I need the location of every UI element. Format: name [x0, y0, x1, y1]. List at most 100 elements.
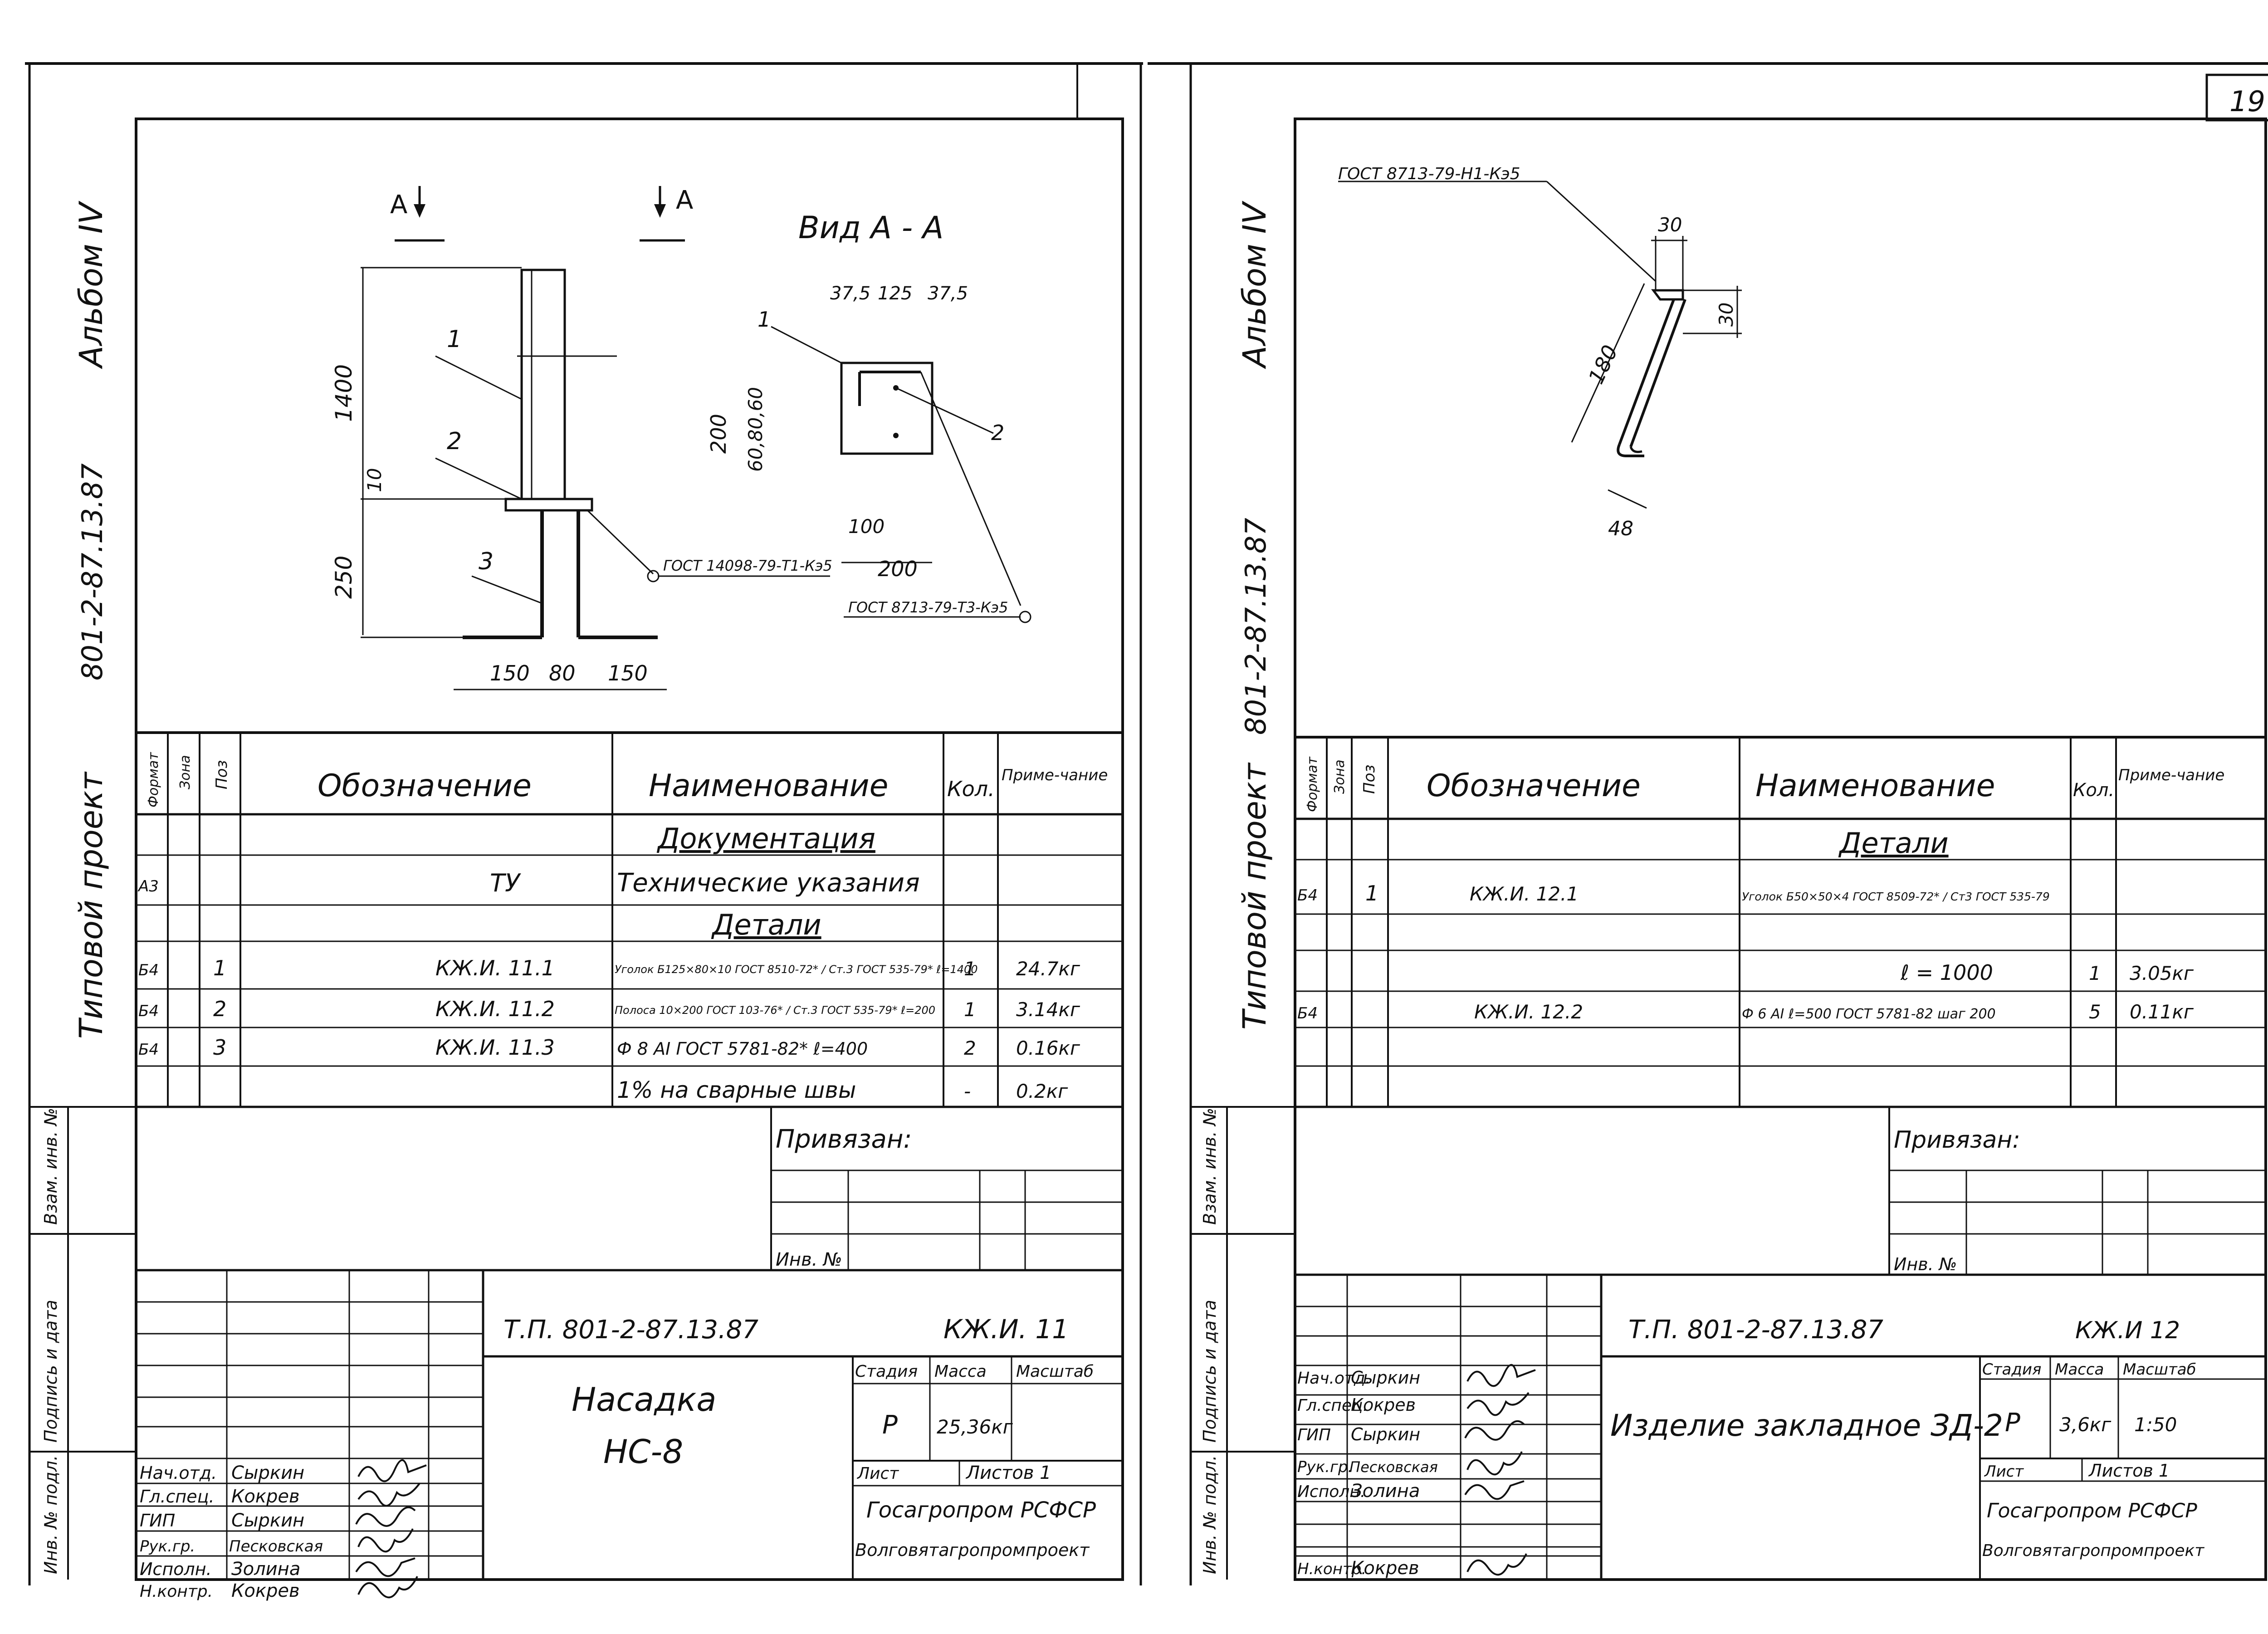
angle-part [520, 269, 566, 500]
spec-header-note: Приме-чание [2118, 766, 2224, 784]
privyazan-label: Привязан: [776, 1125, 912, 1154]
spec-row-qty: 1 [964, 958, 976, 980]
spec-row-format: Б4 [138, 961, 159, 979]
person-role: Нач.отд. [1297, 1369, 1370, 1388]
person-role: Н.контр. [1297, 1560, 1366, 1578]
org-name-2: Волговятагропромпроект [855, 1540, 1090, 1560]
privyazan-label: Привязан: [1894, 1126, 2020, 1154]
callout-2: 2 [447, 428, 462, 455]
leader-2 [435, 457, 522, 500]
spec-row-name: ℓ = 1000 [1900, 960, 1993, 985]
dim-30-side: 30 [1715, 303, 1737, 327]
spec-row-designation: КЖ.И. 12.2 [1474, 1001, 1583, 1023]
person-role: Гл.спец. [1297, 1396, 1368, 1415]
spec-row-note: 0.2кг [1016, 1080, 1068, 1102]
section-arrowhead-left [414, 204, 425, 218]
signature-scribble [1466, 1392, 1530, 1416]
person-name: Золина [231, 1559, 300, 1580]
signature-scribble [355, 1506, 416, 1527]
spec-row-designation: КЖ.И. 11.1 [435, 956, 555, 980]
dim-10: 10 [363, 468, 386, 492]
view-title: Вид А - А [798, 210, 943, 246]
section-details: Детали [711, 908, 821, 941]
spec-row-note: 0.11кг [2130, 1001, 2194, 1023]
person-name: Сыркин [231, 1510, 304, 1531]
mass-label: Масса [934, 1362, 987, 1381]
right-sheet-graphics: 19 Альбом IV 801-2-87.13.87 Типовой прое… [1148, 62, 2268, 1585]
mass-value: 25,36кг [937, 1416, 1013, 1438]
spec-row-qty: 1 [964, 998, 976, 1021]
signature-scribble [357, 1528, 414, 1553]
spec-row-qty: 2 [964, 1037, 976, 1059]
strip-label-podpis: Подпись и дата [1200, 1300, 1220, 1443]
dim-48: 48 [1608, 517, 1633, 540]
weld-leader [1546, 181, 1657, 282]
spec-row-format: Б4 [1297, 886, 1318, 905]
section-letter-left: А [390, 190, 407, 220]
spec-row-format: Б4 [1297, 1004, 1318, 1022]
item-title-line1: Насадка [572, 1380, 716, 1419]
spec-row-designation: КЖ.И. 12.1 [1470, 883, 1579, 905]
person-name: Кокрев [231, 1486, 300, 1507]
anchor-hook-inner [1629, 446, 1642, 453]
signature-scribble [1464, 1420, 1525, 1441]
specification-table: Формат Зона Поз Обозначение Наименование… [136, 731, 1123, 1108]
left-sheet-graphics: Альбом IV 801-2-87.13.87 Типовой проект … [25, 62, 1143, 1601]
dim-150-right: 150 [608, 661, 648, 685]
stage-value: Р [2005, 1408, 2020, 1438]
spec-row-name: 1% на сварные швы [617, 1077, 856, 1103]
title-block: Привязан: Инв. № Нач.отд. Сыркин [1295, 1106, 2267, 1580]
project-code-label: 801-2-87.13.87 [1239, 518, 1272, 735]
weld-note: ГОСТ 8713-79-Н1-Кэ5 [1338, 165, 1520, 183]
spec-header-designation: Обозначение [318, 768, 532, 804]
project-code-label: 801-2-87.13.87 [76, 463, 109, 680]
spec-row-pos: 2 [213, 997, 226, 1021]
callout-3: 3 [479, 548, 494, 575]
anchor-hook [1617, 444, 1644, 457]
spec-row-name: Ф 8 АI ГОСТ 5781-82* ℓ=400 [617, 1039, 868, 1059]
list-label: Лист [1984, 1463, 2024, 1481]
album-label: Альбом IV [73, 201, 110, 369]
person-role: Рук.гр. [1297, 1458, 1353, 1476]
frame-border [135, 117, 1124, 1581]
person-name: Песковская [1349, 1458, 1438, 1476]
spec-header-pos: Поз [213, 760, 231, 789]
spec-header-zone: Зона [177, 755, 193, 789]
dim-180: 180 [1584, 341, 1623, 387]
page-number: 19 [2229, 85, 2265, 118]
spec-row-name: Уголок Б50×50×4 ГОСТ 8509-72* / Ст3 ГОСТ… [1742, 890, 2050, 903]
item-title-line2: НС-8 [603, 1433, 683, 1471]
person-role: Нач.отд. [140, 1463, 217, 1483]
person-role: Исполн. [140, 1559, 212, 1579]
spec-header-zone: Зона [1332, 759, 1348, 794]
dim-1400: 1400 [331, 364, 357, 422]
dim-80: 80 [549, 661, 576, 685]
signature-scribble [357, 1482, 420, 1507]
weld-note-2: ГОСТ 8713-79-Т3-Кэ5 [848, 599, 1008, 616]
stage-value: Р [882, 1410, 898, 1440]
left-drawing-sheet: Альбом IV 801-2-87.13.87 Типовой проект … [25, 62, 1143, 1601]
person-role: Рук.гр. [140, 1537, 195, 1556]
section-details: Детали [1838, 827, 1949, 860]
signature-scribble [1466, 1451, 1523, 1476]
view-a-a-drawing: Вид А - А 37,5 125 37,5 200 60,80,60 1 2… [706, 210, 1031, 623]
dim-60-80-60: 60,80,60 [744, 387, 767, 472]
spec-row-format: Б4 [138, 1041, 159, 1059]
mass-label: Масса [2055, 1360, 2104, 1379]
dim-125: 125 [878, 283, 912, 304]
list-label: Лист [856, 1464, 899, 1483]
spec-row-qty: 1 [2089, 962, 2101, 984]
signature-scribble [357, 1576, 418, 1599]
spec-row-format: А3 [137, 877, 159, 895]
dim-200-horizontal: 200 [878, 557, 918, 581]
spec-row-note: 3.05кг [2130, 962, 2194, 984]
page-number-box [2205, 73, 2268, 122]
strip-label-inv: Инв. № подл. [41, 1455, 61, 1574]
plate-view [840, 362, 934, 455]
scale-label: Масштаб [2123, 1360, 2196, 1379]
dim-150-left: 150 [490, 661, 530, 685]
right-drawing-sheet: 19 Альбом IV 801-2-87.13.87 Типовой прое… [1148, 0, 2268, 1634]
inv-no-label: Инв. № [1894, 1254, 1957, 1274]
leader-3 [471, 575, 543, 604]
strip-label-vzam: Взам. инв. № [41, 1108, 61, 1225]
